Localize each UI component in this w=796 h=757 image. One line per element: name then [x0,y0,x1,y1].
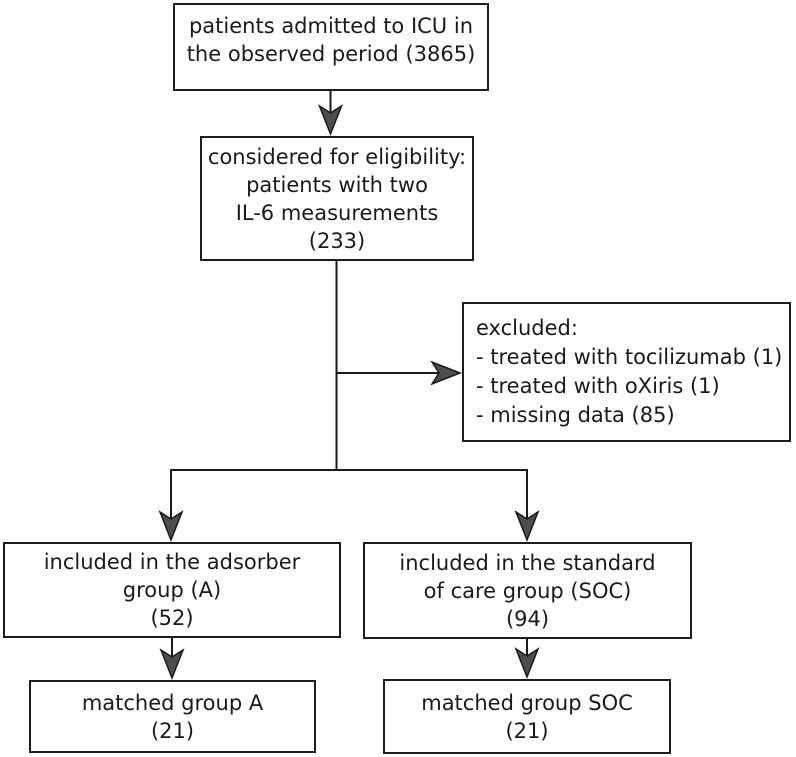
node-text-line: matched group A [81,690,264,715]
node-text-line: - missing data (85) [476,403,675,427]
node-text-line: (94) [505,606,550,631]
node-text-line: considered for eligibility: [207,144,467,169]
arrowhead-down-icon [514,647,540,680]
node-text-line: group (A) [122,578,222,602]
node-excluded: excluded: - treated with tocilizumab (1)… [462,302,791,442]
node-admitted-to-icu: patients admitted to ICU in the observed… [173,3,489,91]
arrowhead-down-icon [514,510,540,543]
node-text-line: included in the standard [399,550,656,575]
node-matched-group-soc: matched group SOC (21) [383,679,671,754]
node-text-line: (21) [150,718,195,743]
node-adsorber-group: included in the adsorber group (A) (52) [3,542,341,638]
node-text-line: patients admitted to ICU in [188,14,474,38]
node-text-line: (233) [308,228,366,253]
node-matched-group-a: matched group A (21) [29,680,316,753]
arrowhead-down-icon [159,648,185,681]
node-text-line: matched group SOC [421,690,633,715]
node-text-line: patients with two [246,172,428,197]
node-text-line: included in the adsorber [43,550,301,574]
node-text-line: excluded: [476,316,578,340]
arrowhead-right-icon [430,360,463,386]
arrowhead-down-icon [317,104,344,137]
node-text-line: - treated with tocilizumab (1) [476,345,783,369]
node-text-line: (21) [505,718,549,743]
node-considered-for-eligibility: considered for eligibility: patients wit… [200,136,474,261]
node-text-line: of care group (SOC) [423,578,632,603]
node-text-line: IL-6 measurements [235,200,439,225]
node-text-line: - treated with oXiris (1) [476,374,720,398]
node-text-line: (52) [150,606,194,630]
node-text-line: the observed period (3865) [186,42,476,66]
arrowhead-down-icon [158,510,184,543]
node-standard-of-care-group: included in the standard of care group (… [363,542,692,639]
